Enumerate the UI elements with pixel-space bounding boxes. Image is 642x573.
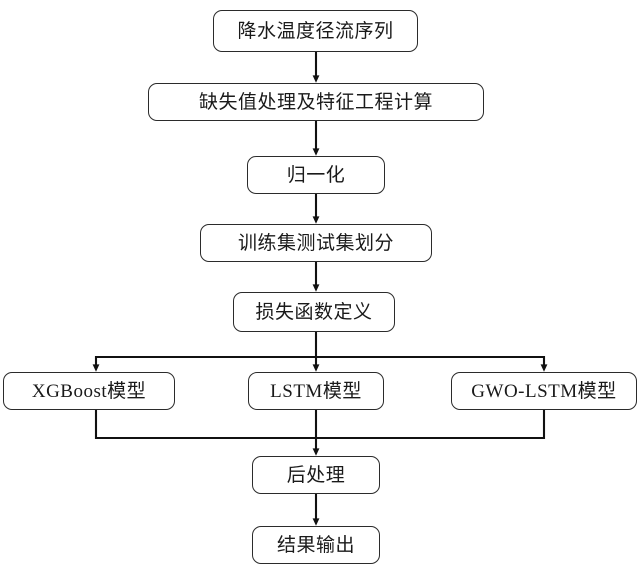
node-normalize[interactable]: 归一化 [247,156,385,194]
node-loss-function-label: 损失函数定义 [255,301,373,323]
node-preprocess[interactable]: 缺失值处理及特征工程计算 [148,83,484,121]
node-lstm-model-label: LSTM模型 [270,380,362,402]
node-train-test-split-label: 训练集测试集划分 [237,232,394,254]
node-gwo-lstm-model[interactable]: GWO-LSTM模型 [451,372,637,410]
node-input-label: 降水温度径流序列 [237,20,394,42]
node-gwo-lstm-model-label: GWO-LSTM模型 [471,380,617,402]
node-xgboost-model-label: XGBoost模型 [31,380,147,402]
node-loss-function[interactable]: 损失函数定义 [233,292,395,332]
node-train-test-split[interactable]: 训练集测试集划分 [200,224,432,262]
node-postprocess[interactable]: 后处理 [252,456,380,494]
node-xgboost-model[interactable]: XGBoost模型 [3,372,175,410]
node-result-output-label: 结果输出 [276,534,355,556]
node-preprocess-label: 缺失值处理及特征工程计算 [198,91,433,113]
edge-loss-to-gwolstm [316,355,548,372]
node-lstm-model[interactable]: LSTM模型 [248,372,384,410]
edge-loss-to-xgboost [92,355,316,372]
node-result-output[interactable]: 结果输出 [252,526,380,564]
edge-xgboost-to-merge [94,410,316,440]
node-input[interactable]: 降水温度径流序列 [213,10,418,52]
node-normalize-label: 归一化 [286,164,346,186]
edge-gwolstm-to-merge [316,410,546,440]
node-postprocess-label: 后处理 [286,464,346,486]
